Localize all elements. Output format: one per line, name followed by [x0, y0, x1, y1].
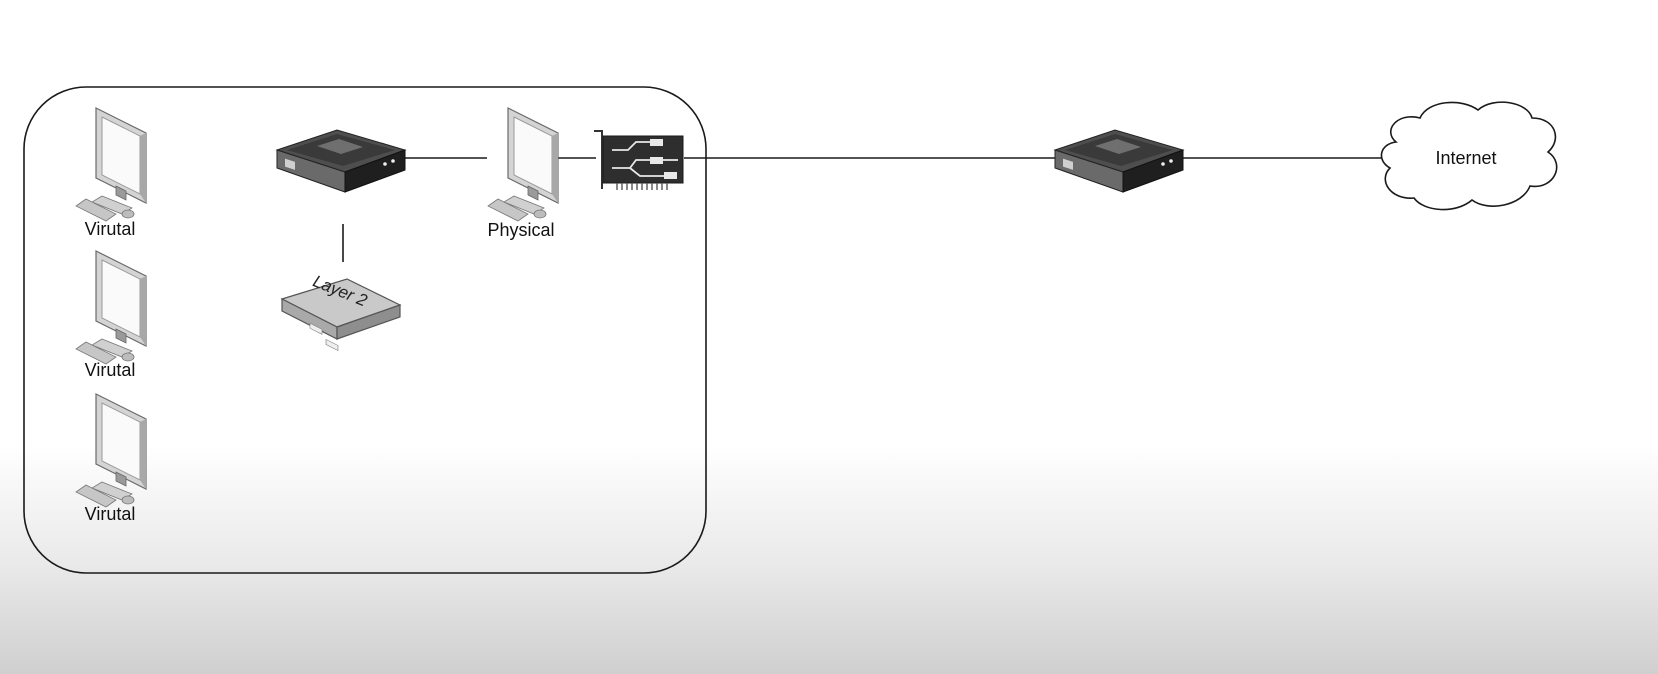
vm-computer-icon [75, 393, 147, 508]
internet-label: Internet [1435, 148, 1496, 168]
router-icon [1054, 129, 1184, 193]
host-container [23, 86, 707, 574]
vm-label-2: Virutal [85, 360, 136, 380]
router-icon [276, 129, 406, 193]
vm-label-3: Virutal [85, 504, 136, 524]
network-card-icon [594, 130, 684, 190]
vm-computer-icon [75, 107, 147, 222]
physical-computer-icon [487, 107, 559, 222]
vm-label-1: Virutal [85, 219, 136, 239]
physical-label: Physical [487, 220, 554, 240]
vm-computer-icon [75, 250, 147, 365]
cloud-icon [1380, 101, 1558, 211]
